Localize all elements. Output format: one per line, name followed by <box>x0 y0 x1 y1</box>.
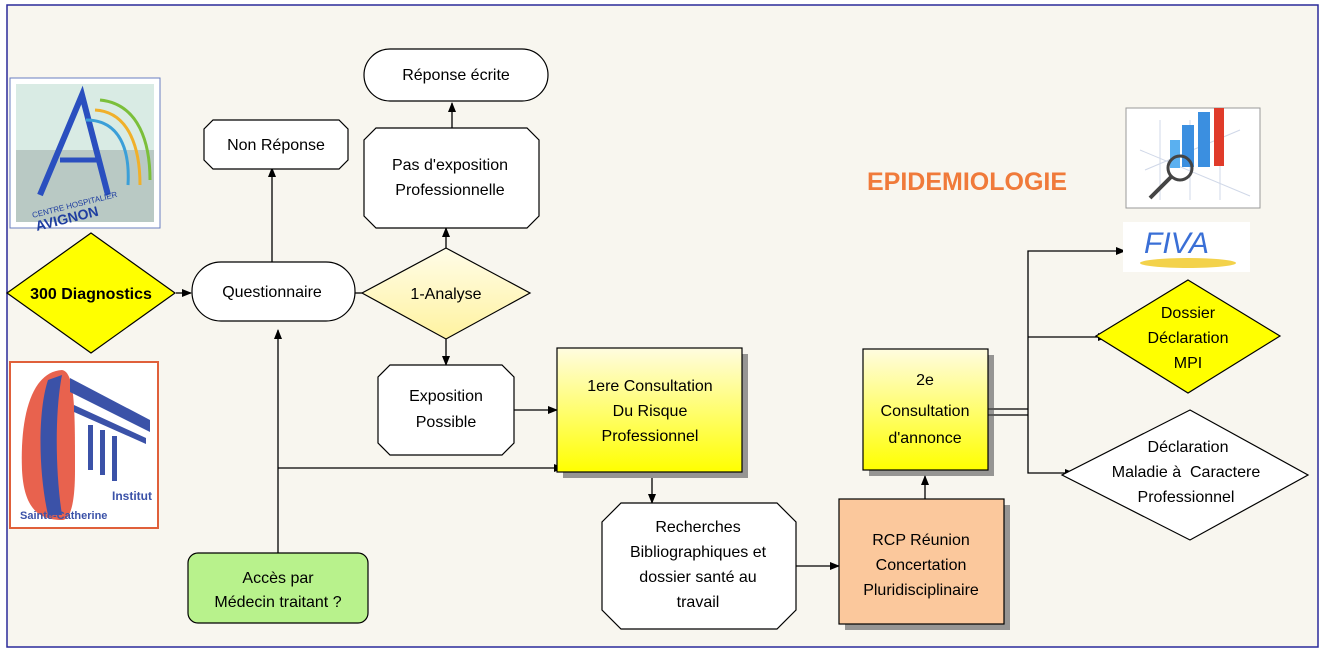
acces-medecin-line1: Accès par <box>242 570 314 587</box>
dossier-mpi-node: Dossier Déclaration MPI <box>1094 279 1282 394</box>
analyse-node: 1-Analyse <box>360 247 532 340</box>
fiva-logo-text: FIVA <box>1144 227 1209 260</box>
consultation1-node: 1ere Consultation Du Risque Professionne… <box>556 347 748 478</box>
declaration-mcp-node: Déclaration Maladie à Caractere Professi… <box>1060 409 1310 541</box>
consultation1-line1: 1ere Consultation <box>587 378 712 395</box>
epidemiology-title: EPIDEMIOLOGIE <box>867 168 1067 196</box>
reponse-ecrite-node: Réponse écrite <box>363 48 549 102</box>
dossier-mpi-line3: MPI <box>1174 355 1202 372</box>
exposition-possible-node: Exposition Possible <box>377 364 515 456</box>
analyse-label: 1-Analyse <box>410 286 481 303</box>
consultation2-line3: d'annonce <box>888 430 961 447</box>
diagnostics-node: 300 Diagnostics <box>5 232 177 354</box>
rcp-line1: RCP Réunion <box>872 532 970 549</box>
declaration-mcp-line1: Déclaration <box>1148 439 1229 456</box>
questionnaire-label: Questionnaire <box>222 284 322 301</box>
declaration-mcp-line2: Maladie à Caractere <box>1112 464 1261 481</box>
fiva-logo: FIVA <box>1123 222 1250 272</box>
consultation2-line1: 2e <box>916 372 934 389</box>
sainte-catherine-logo: Institut Sainte-Catherine <box>9 361 159 529</box>
pas-exposition-line1: Pas d'exposition <box>392 157 508 174</box>
reponse-ecrite-label: Réponse écrite <box>402 67 510 84</box>
recherches-line3: dossier santé au <box>639 569 756 586</box>
sainte-catherine-line2: Sainte-Catherine <box>20 510 107 522</box>
arrow-hub-fiva <box>1027 247 1126 412</box>
consultation2-line2: Consultation <box>881 403 970 420</box>
dossier-mpi-line2: Déclaration <box>1148 330 1229 347</box>
diagnostics-label: 300 Diagnostics <box>30 286 152 303</box>
declaration-mcp-line3: Professionnel <box>1138 489 1235 506</box>
consultation2-node: 2e Consultation d'annonce <box>862 348 994 476</box>
arrow-hub-declaration <box>1027 412 1075 477</box>
pas-exposition-line2: Professionnelle <box>395 182 505 199</box>
recherches-node: Recherches Bibliographiques et dossier s… <box>601 502 797 630</box>
acces-medecin-line2: Médecin traitant ? <box>214 594 341 611</box>
rcp-node: RCP Réunion Concertation Pluridisciplina… <box>838 498 1010 630</box>
sainte-catherine-line1: Institut <box>112 489 152 503</box>
rcp-line2: Concertation <box>876 557 967 574</box>
recherches-line2: Bibliographiques et <box>630 544 767 561</box>
exposition-possible-line1: Exposition <box>409 388 483 405</box>
recherches-line4: travail <box>677 594 720 611</box>
consultation1-line2: Du Risque <box>613 403 688 420</box>
dossier-mpi-line1: Dossier <box>1161 305 1216 322</box>
consultation1-line3: Professionnel <box>602 428 699 445</box>
avignon-logo: CENTRE HOSPITALIER AVIGNON <box>9 77 161 234</box>
exposition-possible-line2: Possible <box>416 414 477 431</box>
recherches-line1: Recherches <box>655 519 740 536</box>
non-reponse-label: Non Réponse <box>227 137 325 154</box>
rcp-line3: Pluridisciplinaire <box>863 582 979 599</box>
pas-exposition-node: Pas d'exposition Professionnelle <box>363 127 540 229</box>
questionnaire-node: Questionnaire <box>191 261 356 322</box>
epidemiology-chart-icon <box>1125 107 1261 209</box>
non-reponse-node: Non Réponse <box>203 119 349 170</box>
acces-medecin-node: Accès par Médecin traitant ? <box>187 552 369 624</box>
